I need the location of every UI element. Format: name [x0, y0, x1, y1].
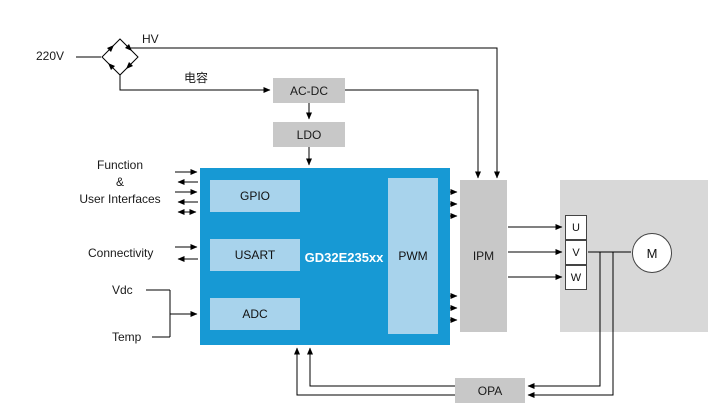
- capacitor-label: 电容: [184, 71, 209, 85]
- acdc-block: AC-DC: [273, 78, 345, 103]
- connectivity-label: Connectivity: [88, 246, 154, 260]
- function-label-line2: &: [115, 175, 124, 189]
- hv-label: HV: [142, 32, 159, 46]
- motor-icon: M: [632, 233, 672, 273]
- usart-module: USART: [210, 239, 300, 271]
- phase-u-terminal: U: [565, 215, 587, 240]
- adc-module: ADC: [210, 298, 300, 330]
- vdc-label: Vdc: [112, 283, 133, 297]
- bridge-rectifier-icon: [101, 38, 139, 76]
- phase-w-terminal: W: [565, 265, 587, 290]
- pwm-module: PWM: [388, 178, 438, 334]
- function-user-interfaces-label: Function & User Interfaces: [70, 157, 170, 208]
- opa-block: OPA: [455, 378, 525, 403]
- mcu-part-number: GD32E235xx: [304, 250, 384, 265]
- ipm-block: IPM: [460, 180, 507, 332]
- ldo-block: LDO: [273, 122, 345, 147]
- phase-v-terminal: V: [565, 240, 587, 265]
- gpio-module: GPIO: [210, 180, 300, 212]
- function-label-line1: Function: [96, 158, 144, 172]
- function-label-line3: User Interfaces: [79, 192, 161, 206]
- temp-label: Temp: [112, 330, 142, 344]
- supply-voltage-label: 220V: [36, 49, 65, 63]
